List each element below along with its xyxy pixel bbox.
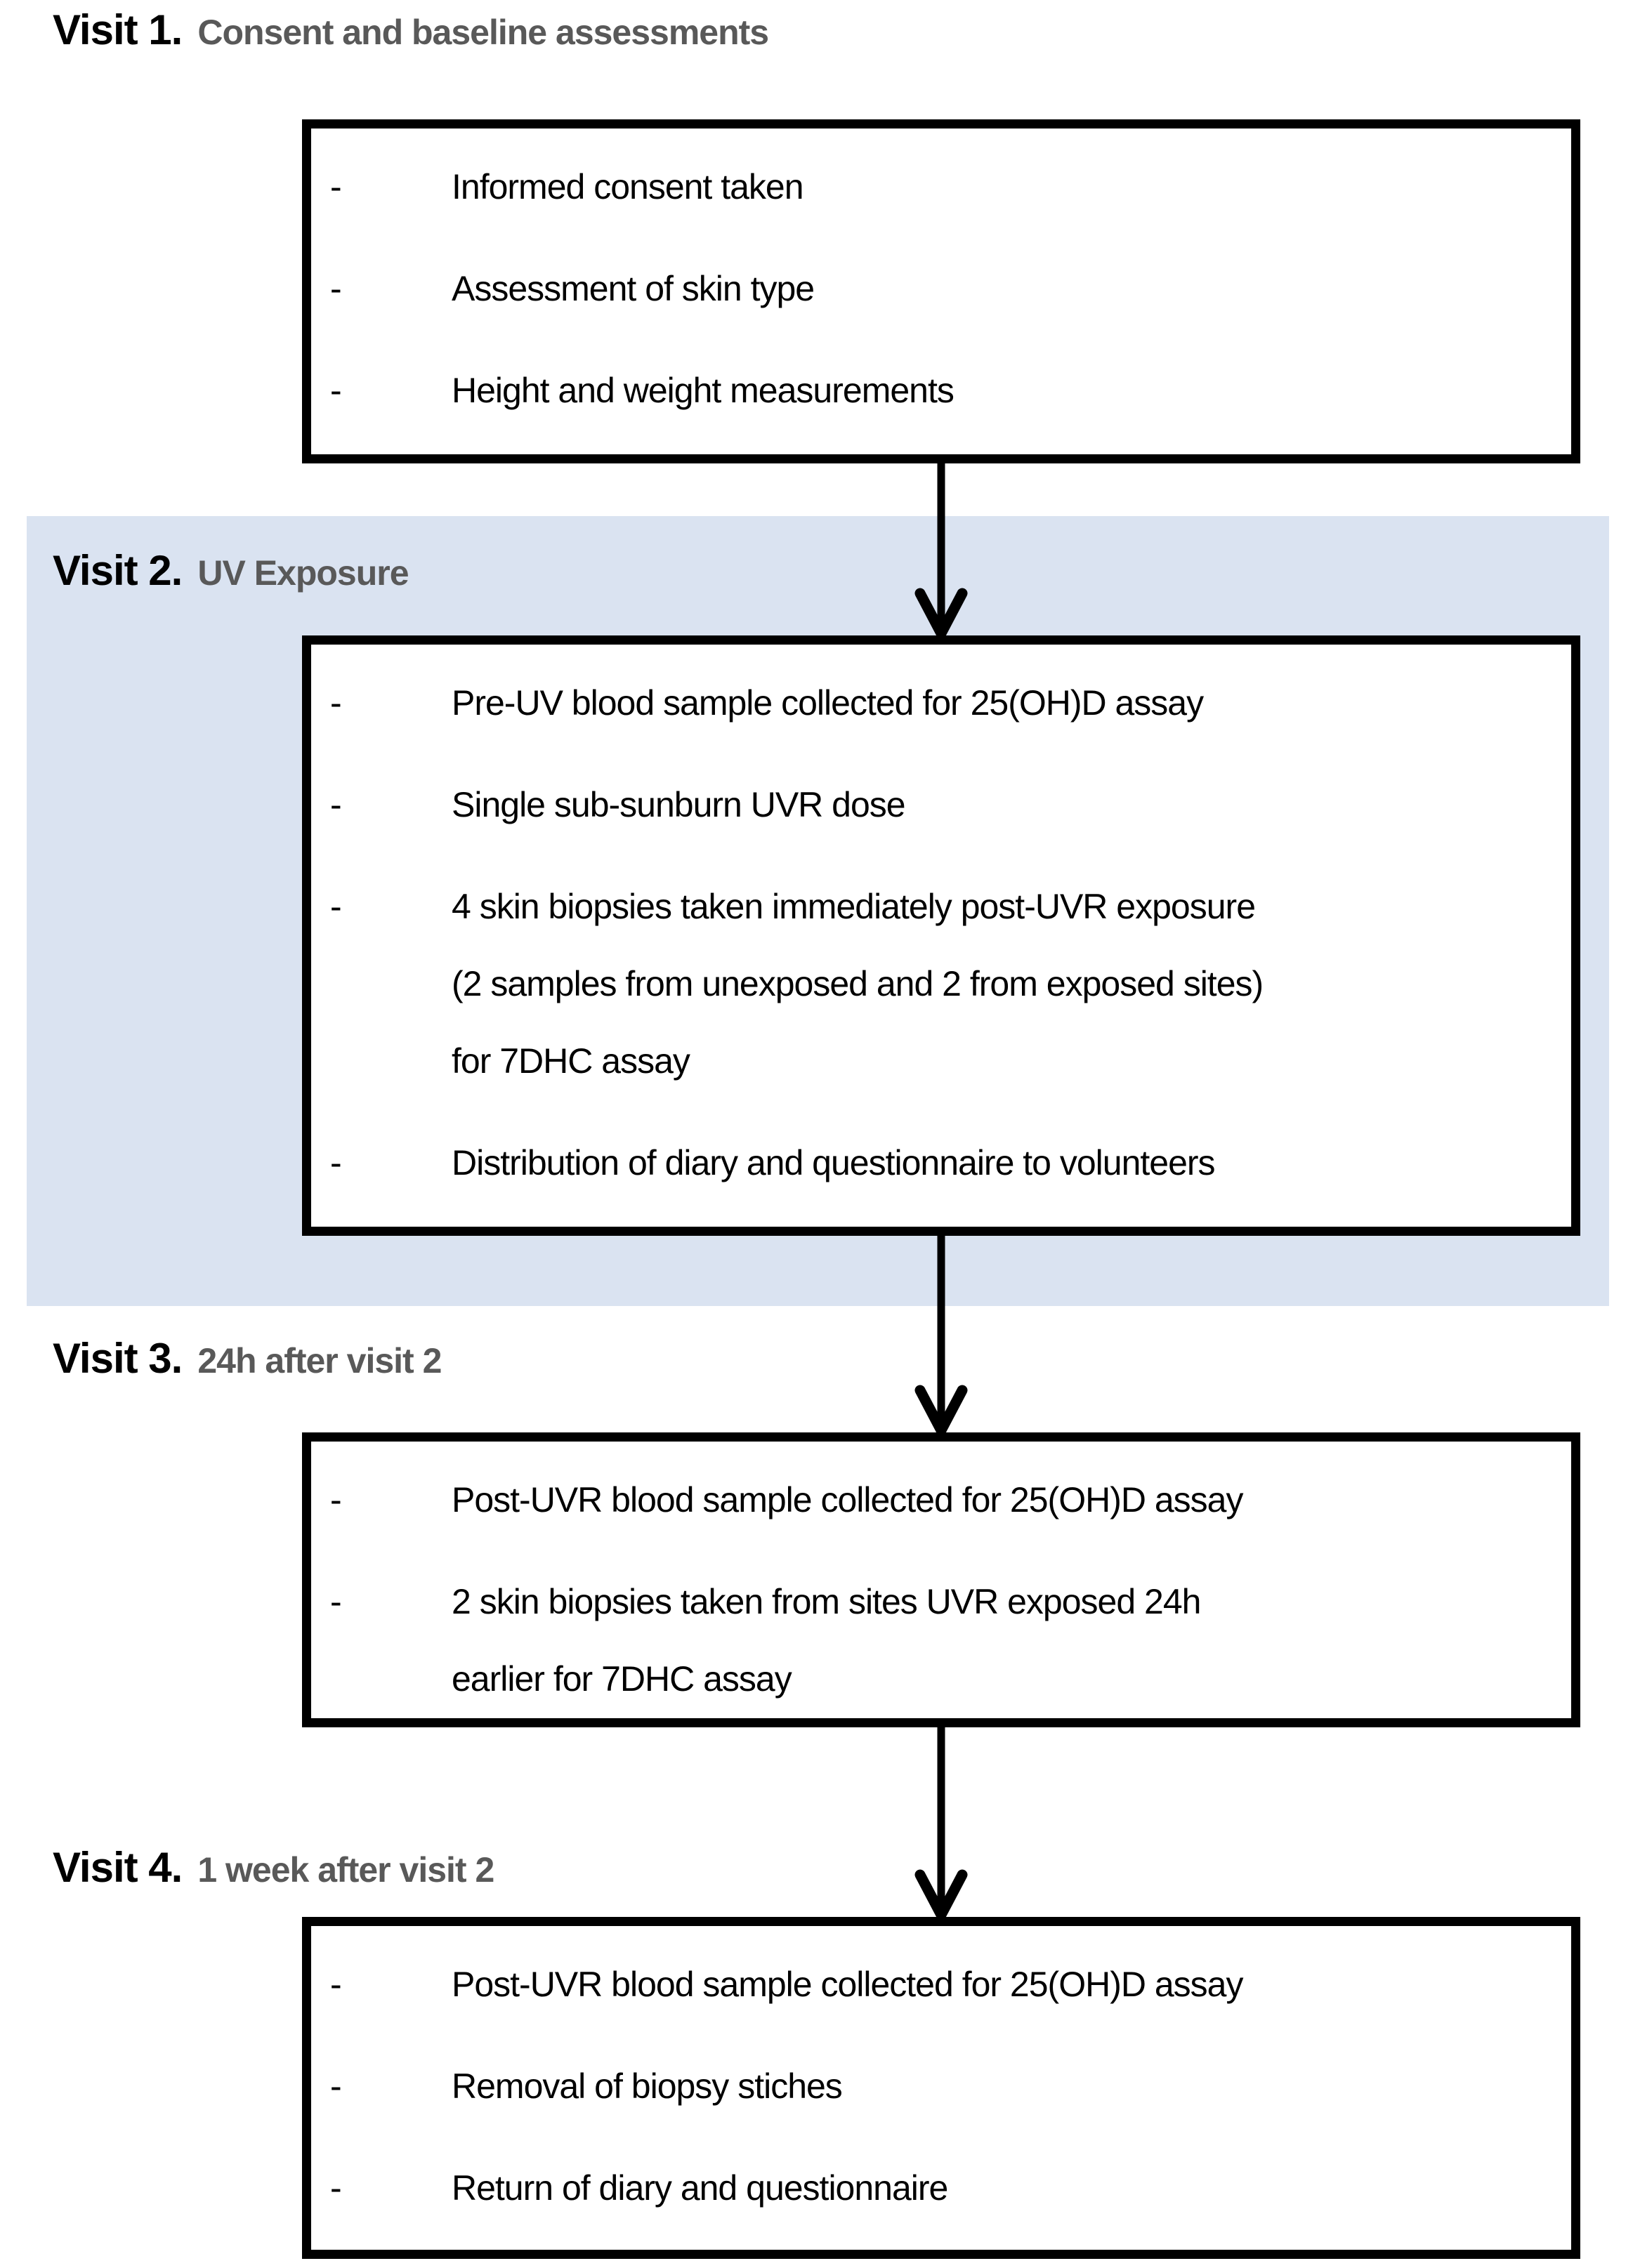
list-item: - Return of diary and questionnaire <box>311 2149 1550 2227</box>
visit-1-box: - Informed consent taken - Assessment of… <box>302 119 1580 463</box>
visit-2-header: Visit 2. UV Exposure <box>53 546 409 595</box>
bullet-dash: - <box>330 1582 342 1621</box>
visit-4-header: Visit 4. 1 week after visit 2 <box>53 1843 494 1892</box>
flow-arrow-down-icon <box>914 1232 968 1436</box>
bullet-text: Removal of biopsy stiches <box>452 2066 843 2106</box>
bullet-text: Post-UVR blood sample collected for 25(O… <box>452 1965 1243 2004</box>
list-item: - 4 skin biopsies taken immediately post… <box>311 868 1550 1100</box>
visit-4-box: - Post-UVR blood sample collected for 25… <box>302 1917 1580 2259</box>
visit-3-bullet-list: - Post-UVR blood sample collected for 25… <box>311 1461 1550 1718</box>
bullet-dash: - <box>330 1480 342 1519</box>
visit-2-subtitle: UV Exposure <box>197 553 409 593</box>
list-item: - Removal of biopsy stiches <box>311 2048 1550 2125</box>
bullet-text: Pre-UV blood sample collected for 25(OH)… <box>452 683 1204 723</box>
visit-4-subtitle: 1 week after visit 2 <box>197 1850 494 1890</box>
visit-4-bullet-list: - Post-UVR blood sample collected for 25… <box>311 1946 1550 2227</box>
bullet-dash: - <box>330 785 342 824</box>
bullet-dash: - <box>330 683 342 723</box>
bullet-text: 4 skin biopsies taken immediately post-U… <box>452 887 1264 1081</box>
visit-1-header: Visit 1. Consent and baseline assessment… <box>53 6 769 54</box>
bullet-text: Single sub-sunburn UVR dose <box>452 785 906 824</box>
list-item: - Assessment of skin type <box>311 250 1550 327</box>
list-item: - Post-UVR blood sample collected for 25… <box>311 1946 1550 2023</box>
bullet-text: 2 skin biopsies taken from sites UVR exp… <box>452 1582 1201 1699</box>
bullet-dash: - <box>330 371 342 410</box>
visit-1-bullet-list: - Informed consent taken - Assessment of… <box>311 148 1550 429</box>
bullet-dash: - <box>330 887 342 926</box>
visit-3-box: - Post-UVR blood sample collected for 25… <box>302 1432 1580 1727</box>
visit-3-label: Visit 3. <box>53 1335 183 1382</box>
bullet-dash: - <box>330 167 342 206</box>
bullet-dash: - <box>330 1965 342 2004</box>
visit-1-subtitle: Consent and baseline assessments <box>197 13 769 52</box>
list-item: - Distribution of diary and questionnair… <box>311 1124 1550 1201</box>
list-item: - Height and weight measurements <box>311 352 1550 429</box>
visit-3-subtitle: 24h after visit 2 <box>197 1341 442 1380</box>
bullet-text: Post-UVR blood sample collected for 25(O… <box>452 1480 1243 1519</box>
bullet-dash: - <box>330 2066 342 2106</box>
bullet-text: Height and weight measurements <box>452 371 955 410</box>
bullet-text: Informed consent taken <box>452 167 804 206</box>
bullet-text: Distribution of diary and questionnaire … <box>452 1143 1216 1182</box>
flow-arrow-down-icon <box>914 460 968 639</box>
bullet-text: Assessment of skin type <box>452 269 815 308</box>
list-item: - Post-UVR blood sample collected for 25… <box>311 1461 1550 1538</box>
visit-2-box: - Pre-UV blood sample collected for 25(O… <box>302 635 1580 1236</box>
list-item: - 2 skin biopsies taken from sites UVR e… <box>311 1563 1550 1718</box>
bullet-dash: - <box>330 2168 342 2208</box>
bullet-text: Return of diary and questionnaire <box>452 2168 948 2208</box>
list-item: - Informed consent taken <box>311 148 1550 225</box>
list-item: - Pre-UV blood sample collected for 25(O… <box>311 664 1550 741</box>
bullet-dash: - <box>330 269 342 308</box>
flow-arrow-down-icon <box>914 1724 968 1920</box>
bullet-dash: - <box>330 1143 342 1182</box>
visit-2-label: Visit 2. <box>53 547 183 594</box>
visit-2-bullet-list: - Pre-UV blood sample collected for 25(O… <box>311 664 1550 1201</box>
list-item: - Single sub-sunburn UVR dose <box>311 766 1550 843</box>
visit-3-header: Visit 3. 24h after visit 2 <box>53 1334 442 1383</box>
visit-1-label: Visit 1. <box>53 6 183 53</box>
visit-4-label: Visit 4. <box>53 1844 183 1891</box>
